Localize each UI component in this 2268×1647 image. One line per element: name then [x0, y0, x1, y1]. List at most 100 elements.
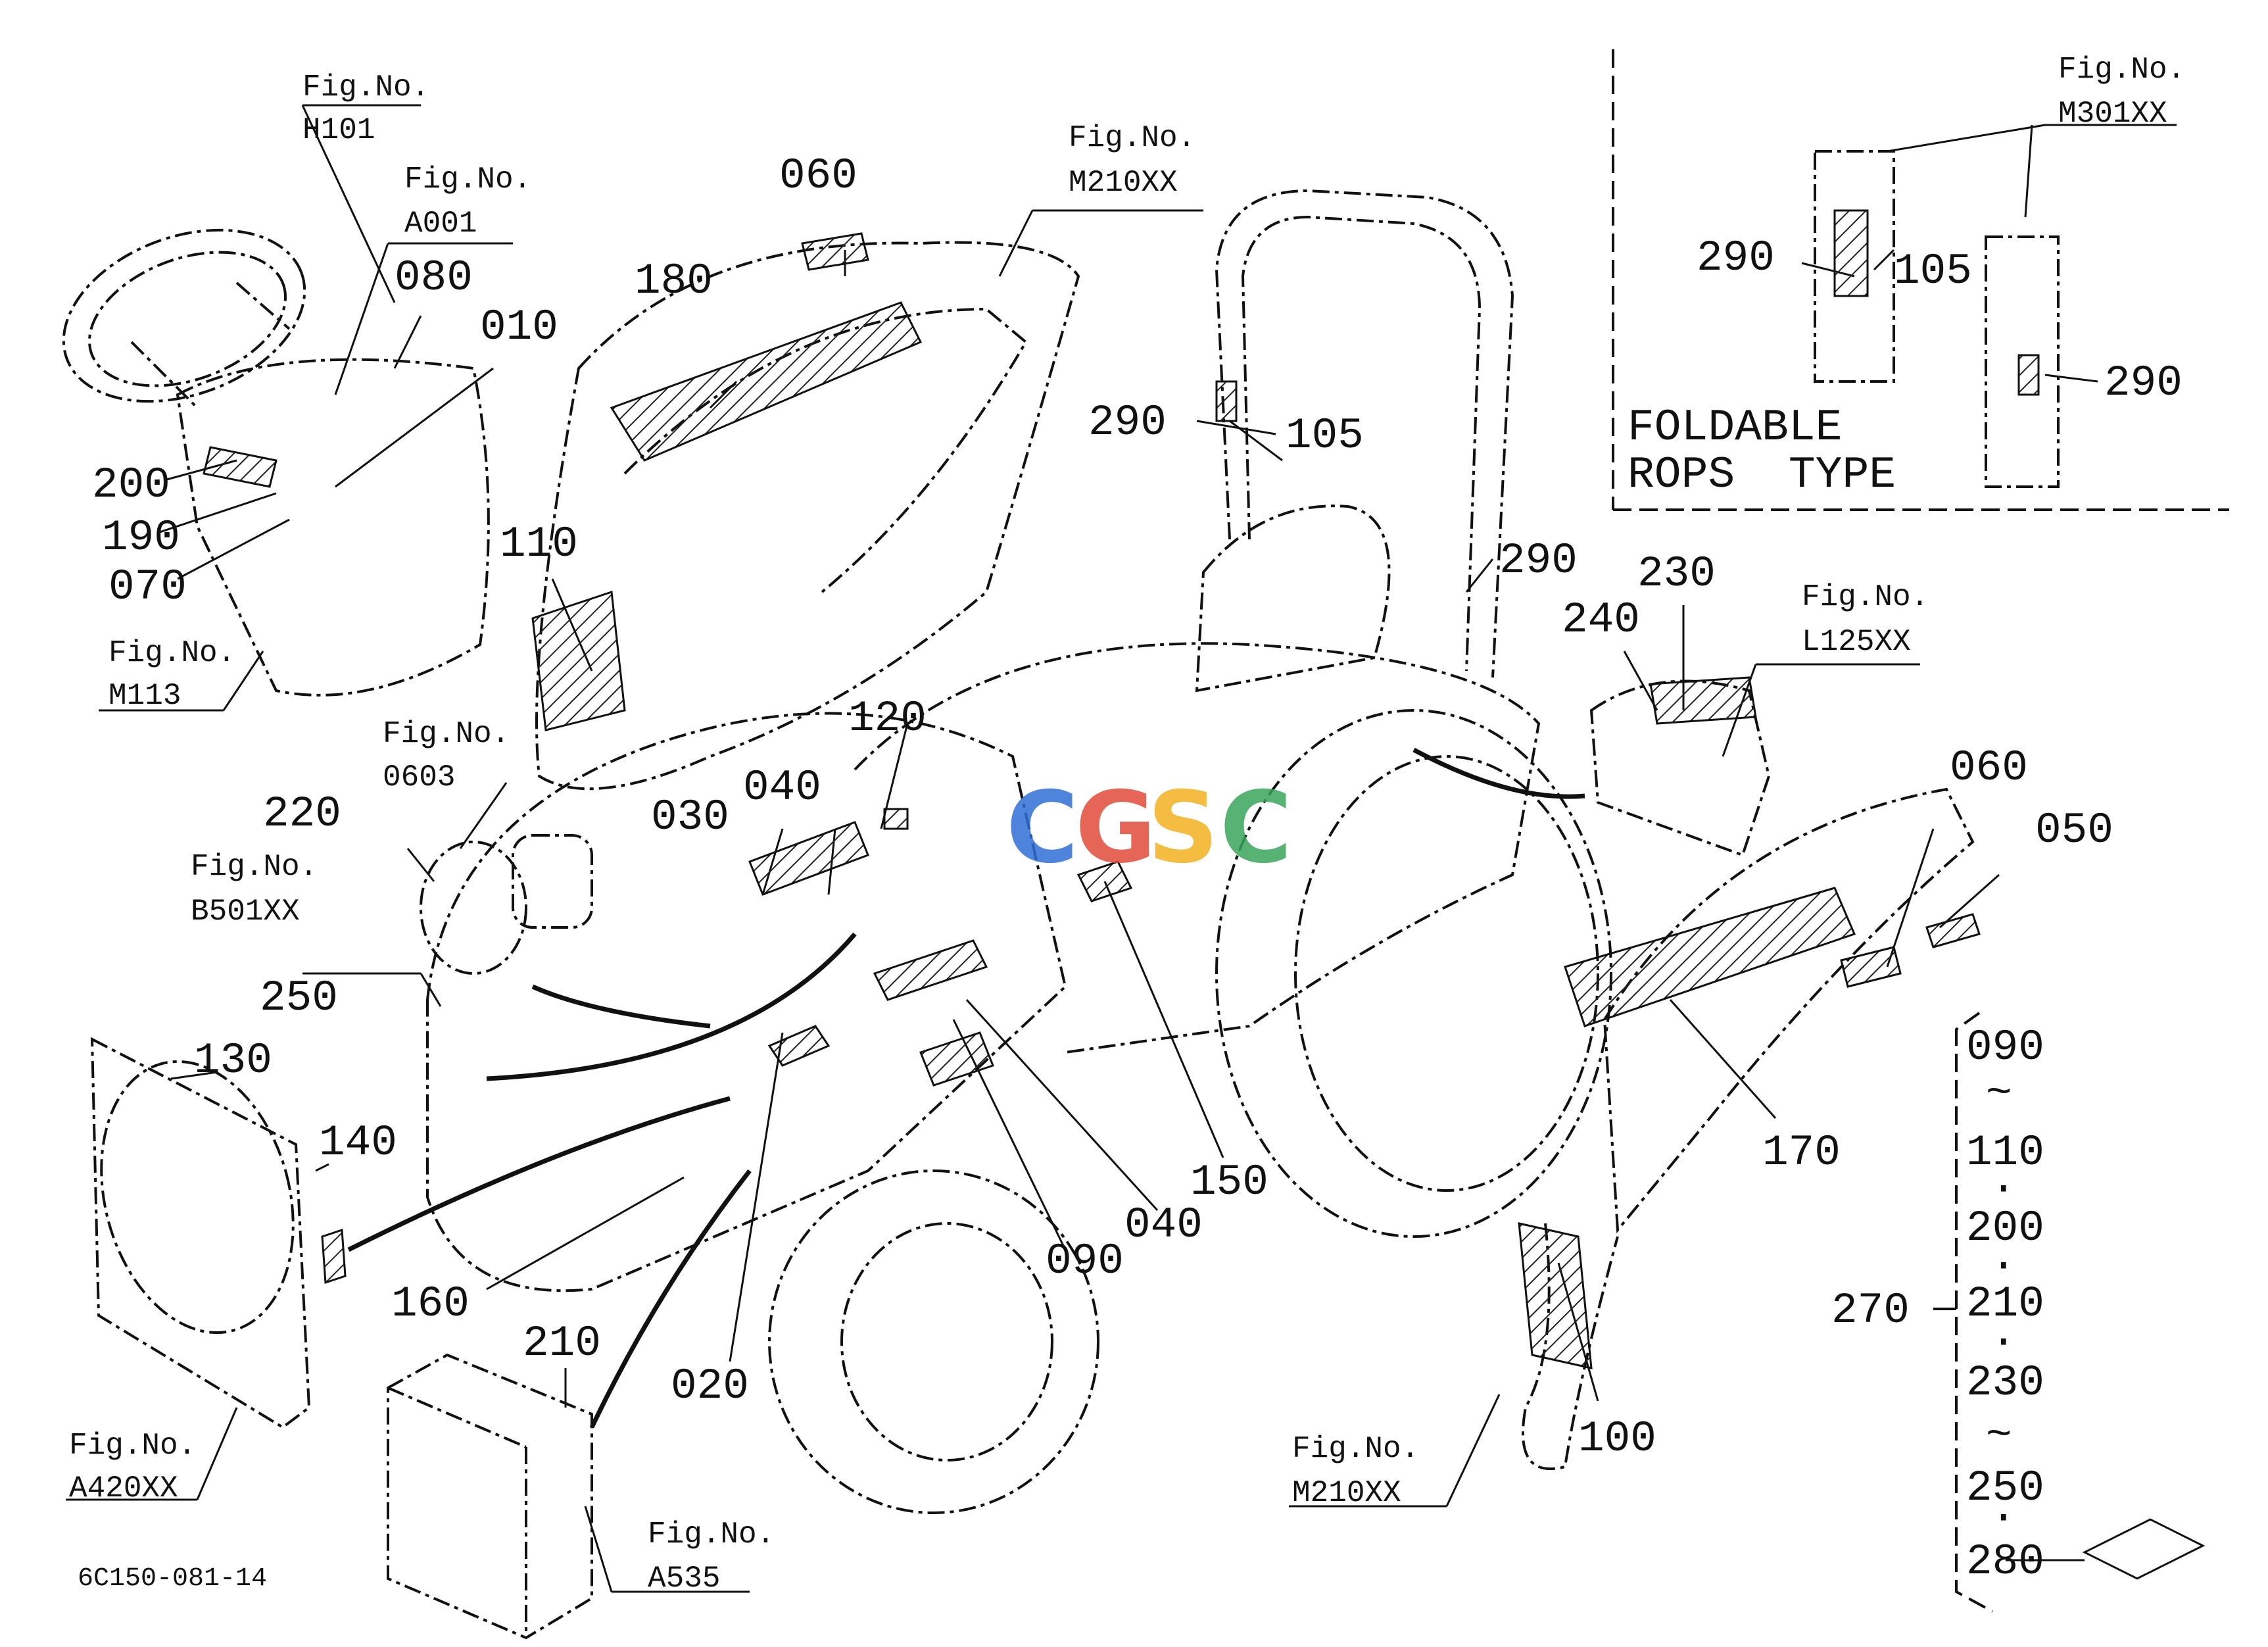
fig-ref-0603: Fig.No. 0603 — [383, 717, 510, 795]
callout-040-top: 040 — [743, 763, 821, 812]
tractor-body-outline — [426, 712, 1067, 1292]
fig-code: M301XX — [2058, 97, 2167, 131]
rops-frame-outline — [1215, 189, 1514, 678]
callout-010: 010 — [480, 303, 558, 352]
range-280: 280 — [1966, 1537, 2044, 1586]
fig-label: Fig.No. — [383, 717, 510, 751]
fig-ref-m301: Fig.No. M301XX — [2058, 53, 2185, 131]
inset-title: FOLDABLE ROPS TYPE — [1628, 403, 1896, 501]
callout-105-main: 105 — [1286, 411, 1364, 460]
decal-060-hood — [801, 232, 869, 271]
fig-ref-m210-top: Fig.No. M210XX — [1069, 121, 1195, 200]
range-250: 250 — [1966, 1463, 2044, 1513]
range-230: 230 — [1966, 1358, 2044, 1408]
decal-100 — [1518, 1222, 1593, 1369]
callout-090: 090 — [1046, 1237, 1124, 1286]
callout-160: 160 — [391, 1279, 470, 1329]
inset-rops-a-outline — [1814, 150, 1895, 383]
fig-ref-a001: Fig.No. A001 — [404, 162, 531, 241]
range-bracket — [1955, 1012, 1993, 1613]
callout-240: 240 — [1562, 595, 1640, 645]
callout-070: 070 — [109, 562, 187, 612]
fig-label: Fig.No. — [302, 70, 429, 105]
fig-code: A001 — [404, 207, 477, 241]
callout-050: 050 — [2035, 806, 2113, 855]
fig-ref-a420: Fig.No. A420XX — [69, 1429, 196, 1506]
callout-140: 140 — [319, 1118, 397, 1168]
fig-label: Fig.No. — [1292, 1432, 1419, 1466]
callout-290-mid: 290 — [1499, 536, 1578, 585]
fig-code: L125XX — [1802, 625, 1911, 659]
decal-040-top — [873, 939, 988, 1001]
callout-020: 020 — [671, 1362, 749, 1411]
callout-150: 150 — [1190, 1158, 1268, 1207]
decal-200 — [203, 446, 277, 488]
callout-105-inset: 105 — [1894, 247, 1972, 296]
radiator-shroud-outline — [90, 1037, 311, 1429]
callout-120: 120 — [848, 694, 927, 743]
range-list: 090 ~ 110 · 200 · 210 · 230 ~ 250 · 280 — [1966, 1023, 2044, 1586]
fig-code: A420XX — [69, 1471, 178, 1506]
range-sep-dot: · — [1991, 1241, 2017, 1291]
fig-code: M210XX — [1292, 1476, 1401, 1510]
callout-130: 130 — [194, 1036, 272, 1085]
watermark-letter: G — [1075, 771, 1156, 885]
watermark-letter: C — [1006, 771, 1078, 885]
sheet-icon — [2006, 1518, 2206, 1580]
air-cleaner-outline — [420, 841, 527, 975]
range-sep-dot: · — [1991, 1317, 2017, 1367]
callout-030: 030 — [651, 793, 729, 842]
decal-120 — [883, 808, 909, 830]
fig-label: Fig.No. — [191, 850, 318, 884]
callout-170: 170 — [1762, 1128, 1841, 1177]
decal-105-main — [1215, 380, 1238, 422]
callout-100: 100 — [1578, 1414, 1656, 1463]
decal-105-inset — [1833, 209, 1869, 297]
fig-label: Fig.No. — [1802, 580, 1929, 614]
range-sep-dot: · — [1991, 1493, 2017, 1542]
seat-outline — [1195, 504, 1391, 693]
fig-ref-m113: Fig.No. M113 — [109, 636, 235, 713]
watermark-letter: S — [1147, 771, 1218, 885]
assembly-arrows — [347, 747, 1585, 1429]
range-sep-tilde: ~ — [1986, 1069, 2012, 1118]
fig-label: Fig.No. — [404, 162, 531, 197]
callout-110: 110 — [500, 520, 578, 569]
decal-020 — [767, 1025, 831, 1067]
fig-ref-h101: Fig.No. H101 — [302, 70, 429, 147]
fig-code: M113 — [109, 679, 181, 713]
decal-110 — [531, 590, 626, 731]
callout-250: 250 — [260, 973, 338, 1023]
fig-label: Fig.No. — [109, 636, 235, 670]
decal-290-inset — [2017, 354, 2040, 396]
fig-label: Fig.No. — [1069, 121, 1195, 155]
callouts: 060 180 110 080 010 200 190 070 290 105 … — [92, 151, 2183, 1463]
decals — [203, 209, 2040, 1369]
battery-outline — [387, 1353, 593, 1640]
fig-code: H101 — [302, 113, 375, 147]
steering-wheel-rim — [62, 228, 306, 403]
callout-290-main: 290 — [1088, 398, 1167, 447]
callout-210: 210 — [523, 1319, 601, 1368]
inset-frame — [1612, 49, 2229, 511]
fig-label: Fig.No. — [2058, 53, 2185, 87]
decal-230 — [1649, 676, 1757, 725]
callout-230: 230 — [1637, 549, 1716, 599]
fig-label: Fig.No. — [648, 1517, 775, 1552]
fig-code: 0603 — [383, 760, 455, 795]
decal-090 — [919, 1031, 994, 1087]
callout-080: 080 — [395, 253, 473, 303]
decal-060-fender — [1840, 946, 1902, 988]
front-tire-outline — [768, 1169, 1099, 1514]
range-200: 200 — [1966, 1204, 2044, 1253]
upper-hood-outline — [535, 241, 1080, 791]
right-fender-outline — [1603, 787, 1975, 1234]
callout-220: 220 — [263, 789, 341, 839]
decal-180 — [610, 301, 923, 462]
range-210: 210 — [1966, 1279, 2044, 1329]
callout-060-hood: 060 — [779, 151, 857, 201]
fig-code: M210XX — [1069, 166, 1178, 200]
range-110: 110 — [1966, 1128, 2044, 1177]
